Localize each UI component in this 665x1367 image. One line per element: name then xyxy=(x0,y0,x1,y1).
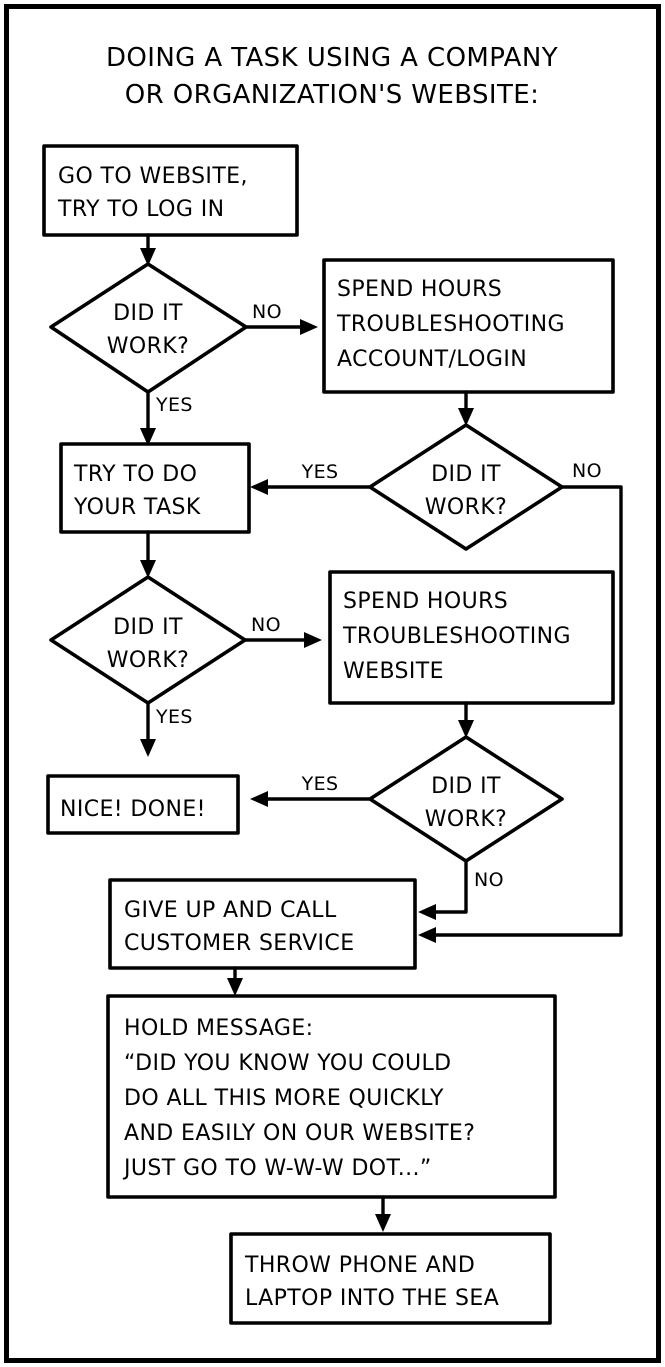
node-go-to-website[interactable]: GO TO WEBSITE, TRY TO LOG IN xyxy=(42,144,299,237)
edge-start-to-login-decision xyxy=(140,233,156,266)
edge-label-login-retry-no: NO xyxy=(572,460,602,482)
arrow-head-icon xyxy=(375,1214,391,1232)
arrow-head-icon xyxy=(458,720,474,738)
node-troubleshoot-login-box xyxy=(322,258,615,394)
node-decision-task-diamond xyxy=(49,575,247,705)
edge-label-login-retry-yes: YES xyxy=(301,461,339,483)
edge-login-no: NO xyxy=(244,301,318,335)
arrow-head-icon xyxy=(418,904,436,920)
node-decision-website-retry-diamond xyxy=(368,735,564,863)
node-done-box xyxy=(46,774,240,835)
node-try-task-box xyxy=(59,442,251,534)
arrow-head-icon xyxy=(458,408,474,426)
node-decision-website-retry-line-1: DID IT xyxy=(431,774,501,799)
node-throw-devices-box xyxy=(229,1232,552,1325)
node-hold-message-line-2: “DID YOU KNOW YOU COULD xyxy=(124,1051,452,1076)
node-decision-login-line-1: DID IT xyxy=(113,301,183,326)
arrow-head-icon xyxy=(300,319,318,335)
edge-website-retry-yes: YES xyxy=(250,773,372,807)
edge-troubleshoot-login-to-retry xyxy=(458,390,474,426)
node-decision-login-retry[interactable]: DID IT WORK? xyxy=(368,423,564,551)
arrow-head-icon xyxy=(140,739,156,757)
arrow-head-icon xyxy=(418,927,436,943)
node-troubleshoot-login-line-2: TROUBLESHOOTING xyxy=(336,312,565,337)
edge-website-retry-no: NO xyxy=(418,859,504,920)
node-go-to-website-box xyxy=(42,144,299,237)
node-throw-devices-line-1: THROW PHONE AND xyxy=(244,1253,475,1278)
node-give-up[interactable]: GIVE UP AND CALL CUSTOMER SERVICE xyxy=(108,878,417,970)
panel-border xyxy=(4,4,661,1363)
node-decision-login[interactable]: DID IT WORK? xyxy=(49,262,248,394)
node-decision-login-retry-line-1: DID IT xyxy=(431,462,501,487)
edge-login-retry-yes: YES xyxy=(250,461,372,495)
arrow-head-icon xyxy=(140,248,156,266)
node-done[interactable]: NICE! DONE! xyxy=(46,774,240,835)
edge-task-no: NO xyxy=(243,614,322,648)
node-troubleshoot-website-line-1: SPEND HOURS xyxy=(343,589,508,614)
edge-label-task-no: NO xyxy=(251,614,281,636)
node-hold-message-line-3: DO ALL THIS MORE QUICKLY xyxy=(124,1086,444,1111)
edge-label-login-no: NO xyxy=(252,301,282,323)
arrow-head-icon xyxy=(250,479,268,495)
node-hold-message-line-5: JUST GO TO W-W-W DOT...” xyxy=(122,1156,432,1181)
node-troubleshoot-login-line-3: ACCOUNT/LOGIN xyxy=(337,347,527,372)
node-decision-login-diamond xyxy=(49,262,248,394)
edge-task-yes: YES xyxy=(140,701,193,757)
edge-label-task-yes: YES xyxy=(155,706,193,728)
edge-login-yes: YES xyxy=(140,390,193,446)
node-decision-login-line-2: WORK? xyxy=(107,334,189,359)
node-try-task-line-2: YOUR TASK xyxy=(73,495,201,520)
arrow-head-icon xyxy=(250,791,268,807)
node-decision-website-retry-line-2: WORK? xyxy=(425,807,507,832)
node-decision-task[interactable]: DID IT WORK? xyxy=(49,575,247,705)
node-give-up-line-2: CUSTOMER SERVICE xyxy=(124,931,355,956)
node-hold-message-line-4: AND EASILY ON OUR WEBSITE? xyxy=(124,1121,475,1146)
edge-login-retry-no: NO xyxy=(418,460,623,943)
node-decision-website-retry[interactable]: DID IT WORK? xyxy=(368,735,564,863)
node-done-line-1: NICE! DONE! xyxy=(60,797,206,822)
edge-troubleshoot-website-to-retry xyxy=(458,701,474,738)
node-troubleshoot-website-line-2: TROUBLESHOOTING xyxy=(342,624,571,649)
edge-label-login-yes: YES xyxy=(155,394,193,416)
node-troubleshoot-website[interactable]: SPEND HOURS TROUBLESHOOTING WEBSITE xyxy=(328,570,615,705)
node-try-task-line-1: TRY TO DO xyxy=(73,462,197,487)
node-go-to-website-line-2: TRY TO LOG IN xyxy=(57,197,224,222)
node-go-to-website-line-1: GO TO WEBSITE, xyxy=(58,164,248,189)
node-hold-message[interactable]: HOLD MESSAGE: “DID YOU KNOW YOU COULD DO… xyxy=(106,994,557,1199)
edge-give-up-to-hold-message xyxy=(227,966,243,996)
node-decision-task-line-2: WORK? xyxy=(107,648,189,673)
node-troubleshoot-login-line-1: SPEND HOURS xyxy=(337,277,502,302)
edge-label-website-retry-yes: YES xyxy=(301,773,339,795)
node-give-up-line-1: GIVE UP AND CALL xyxy=(124,898,337,923)
node-troubleshoot-website-line-3: WEBSITE xyxy=(343,659,444,684)
node-try-task[interactable]: TRY TO DO YOUR TASK xyxy=(59,442,251,534)
edge-label-website-retry-no: NO xyxy=(474,869,504,891)
node-decision-login-retry-line-2: WORK? xyxy=(425,495,507,520)
node-throw-devices[interactable]: THROW PHONE AND LAPTOP INTO THE SEA xyxy=(229,1232,552,1325)
arrow-head-icon xyxy=(304,632,322,648)
comic-title-line-1: DOING A TASK USING A COMPANY xyxy=(106,43,558,73)
edge-try-task-to-decision xyxy=(140,530,156,578)
comic-title-line-2: OR ORGANIZATION'S WEBSITE: xyxy=(125,80,540,110)
node-hold-message-line-1: HOLD MESSAGE: xyxy=(124,1016,314,1041)
arrow-head-icon xyxy=(140,428,156,446)
arrow-head-icon xyxy=(227,978,243,996)
node-decision-login-retry-diamond xyxy=(368,423,564,551)
node-throw-devices-line-2: LAPTOP INTO THE SEA xyxy=(245,1286,499,1311)
node-troubleshoot-website-box xyxy=(328,570,615,705)
arrow-head-icon xyxy=(140,560,156,578)
node-decision-task-line-1: DID IT xyxy=(113,615,183,640)
node-troubleshoot-login[interactable]: SPEND HOURS TROUBLESHOOTING ACCOUNT/LOGI… xyxy=(322,258,615,394)
node-hold-message-box xyxy=(106,994,557,1199)
node-give-up-box xyxy=(108,878,417,970)
edge-hold-message-to-throw xyxy=(375,1195,391,1232)
